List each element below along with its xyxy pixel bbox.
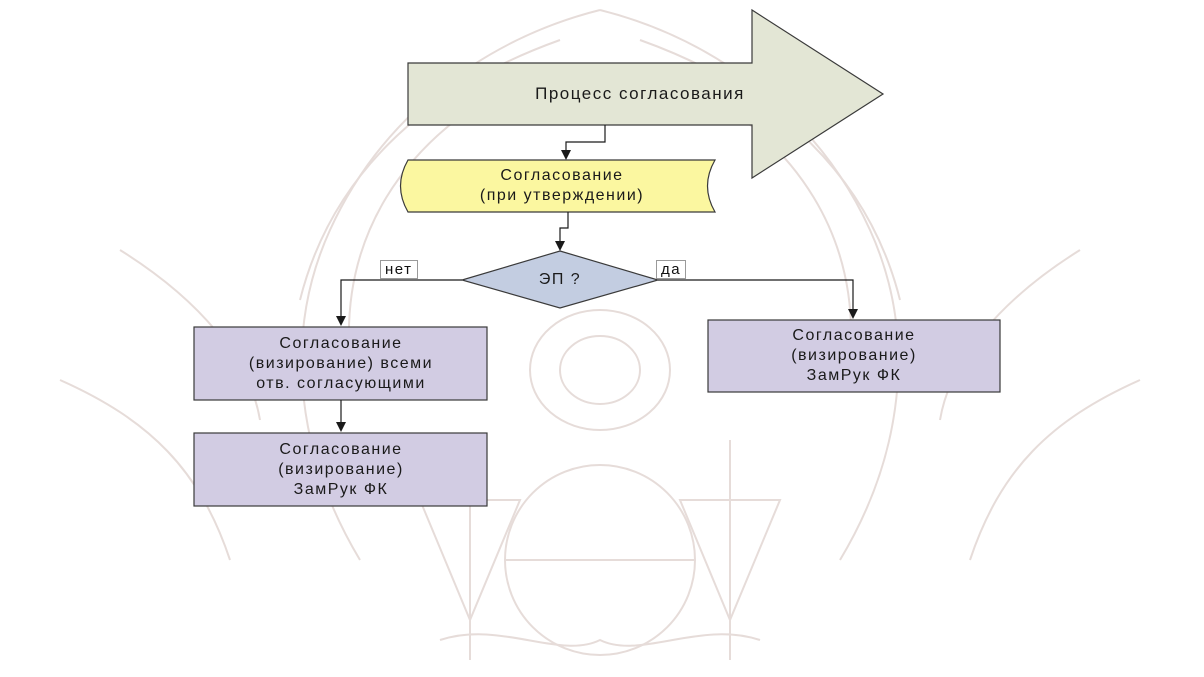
approval-step-label: Согласование (при утверждении)	[479, 167, 645, 204]
yes-step-label: Согласование (визирование) ЗамРук ФК	[791, 327, 917, 384]
no-step1-box	[193, 326, 488, 401]
process-arrow-label: Процесс согласования	[535, 84, 745, 103]
yes-branch-label: да	[656, 260, 687, 279]
approval-step-shape	[399, 159, 717, 213]
no-step1-label: Согласование (визирование) всеми отв. со…	[248, 335, 434, 392]
decision-label: ЭП ?	[538, 271, 582, 288]
connector-no-branch	[336, 279, 462, 326]
no-step2-label: Согласование (визирование) ЗамРук ФК	[278, 441, 404, 498]
connector-arrow-to-approval	[561, 125, 606, 160]
process-arrow-shape	[407, 8, 885, 180]
no-step2-box	[193, 432, 488, 507]
connector-yes-branch	[658, 279, 858, 319]
yes-step-box	[707, 319, 1001, 393]
no-branch-label: нет	[380, 260, 418, 279]
connector-approval-to-decision	[555, 212, 569, 251]
decision-diamond-shape	[459, 250, 661, 309]
